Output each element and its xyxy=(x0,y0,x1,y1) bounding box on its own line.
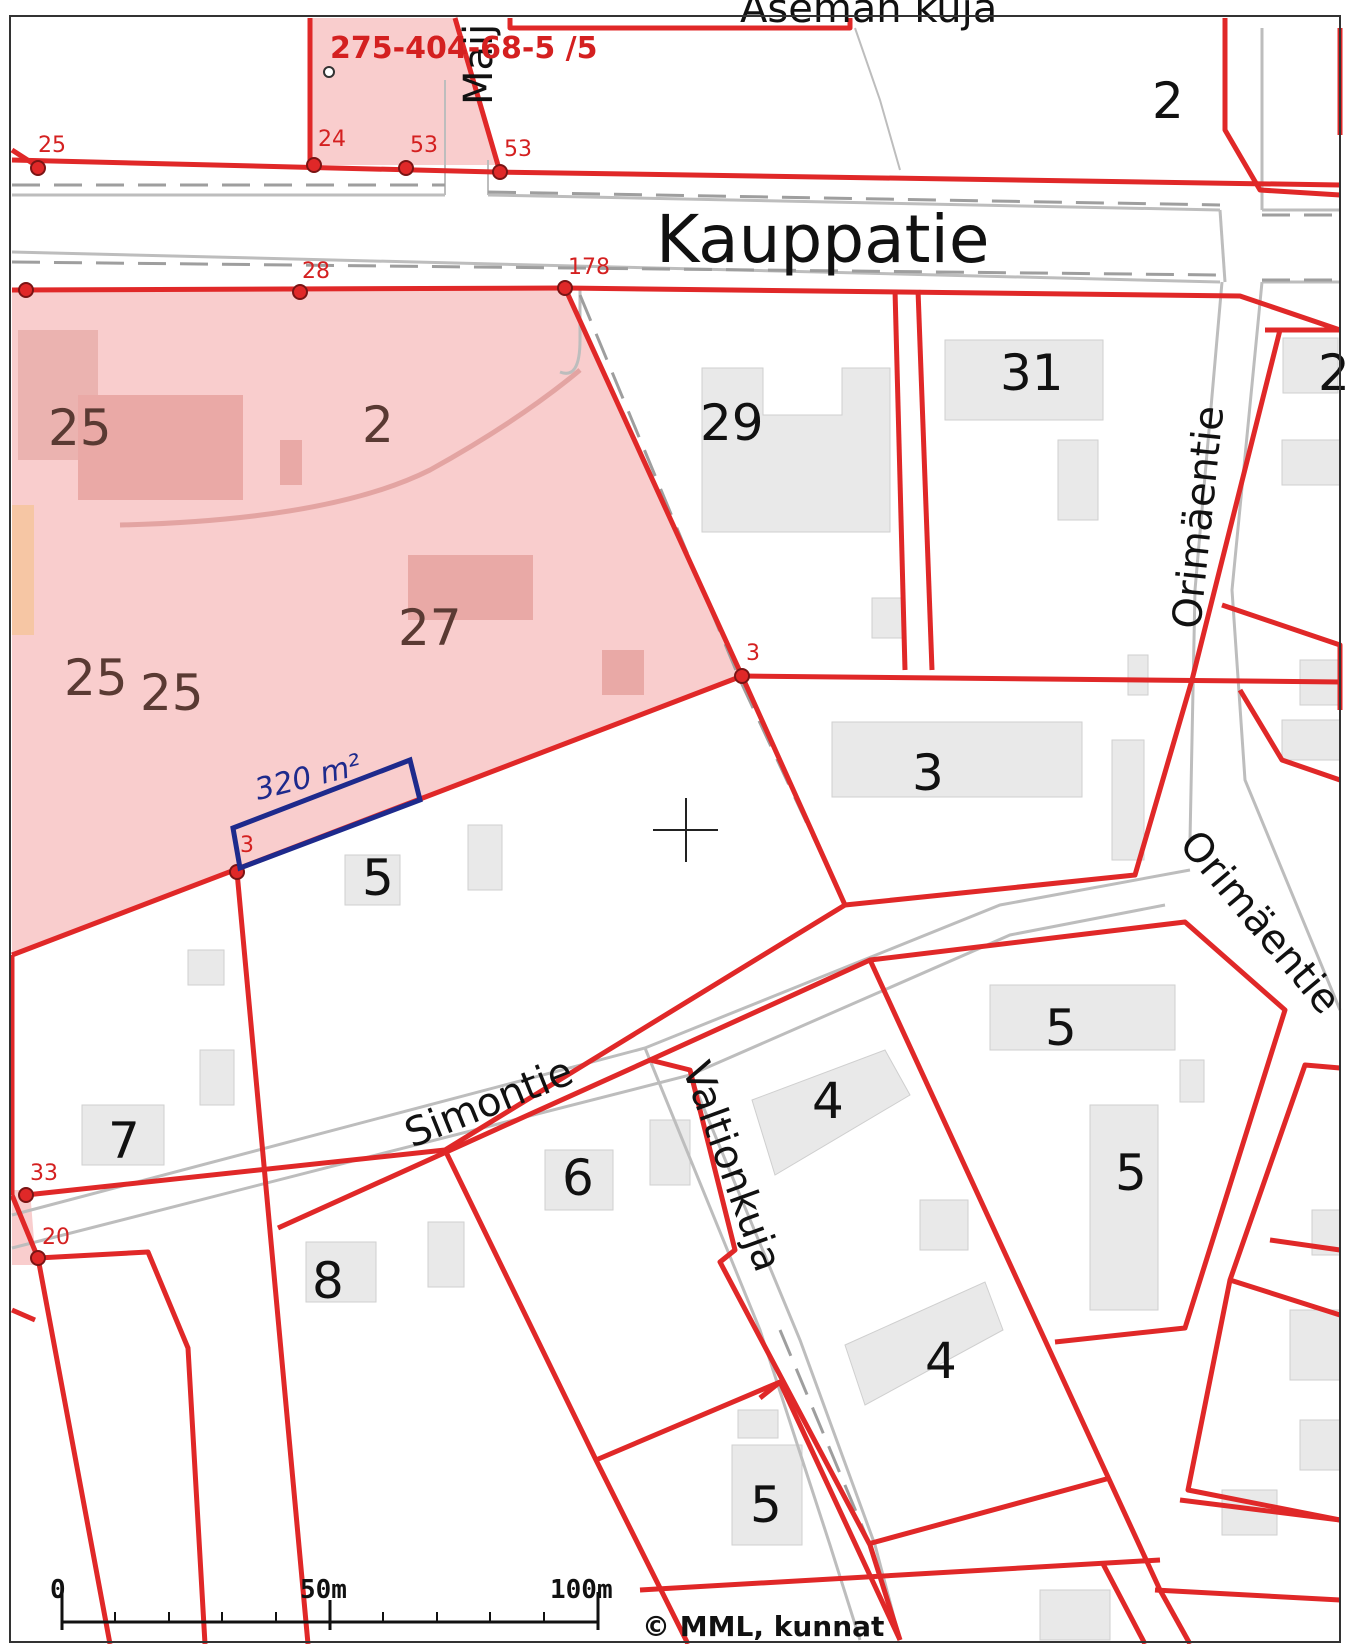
point-label: 3 xyxy=(746,641,760,666)
point-label: 33 xyxy=(30,1161,58,1186)
scale-label-0: 0 xyxy=(50,1575,66,1605)
point-label: 53 xyxy=(504,137,532,162)
center-cross xyxy=(653,798,718,862)
house-number: 2 xyxy=(362,396,394,454)
highlighted-parcel-top[interactable] xyxy=(310,18,500,165)
dashed-lines xyxy=(11,183,1340,1546)
house-number: 7 xyxy=(108,1112,140,1170)
point-label: 24 xyxy=(318,127,346,152)
house-number: 2 xyxy=(1152,72,1184,130)
house-number: 29 xyxy=(700,394,764,452)
boundary-points xyxy=(18,66,750,1266)
house-number: 5 xyxy=(1045,999,1077,1057)
street-label-orimaentie-vertical: Orimäentie xyxy=(1164,404,1233,631)
scale-bar: 0 50m 100m xyxy=(50,1575,613,1630)
point-label: 53 xyxy=(410,133,438,158)
point-label: 28 xyxy=(302,259,330,284)
house-number: 25 xyxy=(64,649,128,707)
street-label-orimaentie-diagonal: Orimäentie xyxy=(1170,822,1349,1023)
buildings xyxy=(18,330,1341,1641)
house-number: 2 xyxy=(1318,344,1350,402)
house-number: 3 xyxy=(912,744,944,802)
house-number: 5 xyxy=(1115,1144,1147,1202)
map-frame xyxy=(9,15,1341,1643)
parcel-id-label: 275-404-68-5 /5 xyxy=(330,31,598,66)
scale-label-100m: 100m xyxy=(550,1575,613,1605)
house-number: 8 xyxy=(312,1252,344,1310)
street-label-top-left: Maij xyxy=(456,24,502,105)
area-rectangle[interactable] xyxy=(230,756,423,872)
house-numbers: 2 25 2 27 25 25 29 31 2 3 5 7 6 4 5 5 8 … xyxy=(48,72,1350,1534)
house-number: 31 xyxy=(1000,344,1064,402)
house-number: 5 xyxy=(750,1476,782,1534)
street-label-kauppatie: Kauppatie xyxy=(656,201,989,278)
house-number: 6 xyxy=(562,1149,594,1207)
house-number: 25 xyxy=(140,664,204,722)
copyright-notice: © MML, kunnat xyxy=(642,1610,884,1643)
orange-building xyxy=(12,505,34,635)
point-label: 20 xyxy=(42,1225,70,1250)
house-number: 4 xyxy=(925,1332,957,1390)
house-number: 27 xyxy=(398,599,462,657)
point-label: 178 xyxy=(568,255,610,280)
point-label: 3 xyxy=(240,833,254,858)
house-number: 25 xyxy=(48,399,112,457)
scale-label-50m: 50m xyxy=(300,1575,347,1605)
house-number: 4 xyxy=(812,1072,844,1130)
point-labels: 25 24 53 53 28 178 3 3 33 20 xyxy=(30,127,760,1250)
point-label: 25 xyxy=(38,133,66,158)
house-number: 5 xyxy=(362,849,394,907)
highlighted-parcels xyxy=(12,18,742,1265)
